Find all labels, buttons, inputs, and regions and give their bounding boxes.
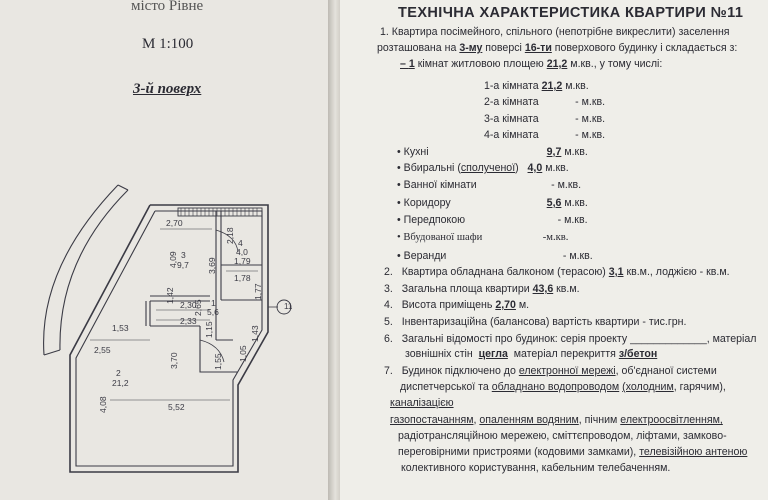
- floor-plan: [43, 184, 292, 473]
- item-6-line-b: зовнішніх стін цегла матеріал перекриття…: [405, 348, 658, 360]
- dim-1-78: 1,78: [234, 273, 251, 283]
- item-7-line-b: диспетчерської та обладнано водопроводом…: [400, 381, 726, 393]
- right-page: [336, 0, 768, 500]
- veranda-row: • Веранди- м.кв.: [397, 250, 593, 262]
- room-4-row: 4-а кімната- м.кв.: [484, 129, 606, 141]
- room-3-num: 3: [181, 250, 186, 260]
- closet-row: • Вбудованої шафи-м.кв.: [397, 232, 569, 243]
- item-4: 4. Висота приміщень 2,70 м.: [384, 299, 530, 311]
- rooms-summary: – 1 кімнат житловою площею 21,2 м.кв., у…: [400, 58, 663, 70]
- item-7-line-c: каналізацією: [390, 397, 454, 409]
- dim-2-70: 2,70: [166, 218, 183, 228]
- room-1-num: 1: [211, 298, 216, 308]
- document-title: ТЕХНІЧНА ХАРАКТЕРИСТИКА КВАРТИРИ №11: [398, 5, 744, 21]
- axis-marker: 11: [284, 302, 293, 311]
- room-3-area: 9,7: [177, 260, 189, 270]
- dim-2-65: 2,65: [193, 299, 203, 316]
- left-page: [0, 0, 332, 500]
- dim-1-53: 1,53: [112, 323, 129, 333]
- dim-3-70: 3,70: [169, 352, 179, 369]
- dim-2-30: 2,30: [180, 300, 197, 310]
- room-1-area: 5,6: [207, 307, 219, 317]
- item-1-line-b: розташована на 3-му поверсі 16-ти поверх…: [377, 42, 738, 54]
- city-label: місто Рівне: [131, 0, 204, 14]
- dim-1-15: 1,15: [204, 321, 214, 338]
- item-7: 7. Будинок підключено до електронної мер…: [384, 365, 717, 377]
- item-2: 2. Квартира обладнана балконом (терасою)…: [384, 266, 730, 278]
- room-2-num: 2: [116, 368, 121, 378]
- wc-row: • Вбиральні (сполученої) 4,0 м.кв.: [397, 162, 569, 174]
- dim-1-55: 1,55: [213, 353, 223, 370]
- dim-1-77: 1,77: [253, 283, 263, 300]
- floor-label: 3-й поверх: [133, 81, 202, 97]
- bath-row: • Ванної кімнати- м.кв.: [397, 179, 582, 191]
- scale-label: М 1:100: [142, 36, 194, 52]
- dim-5-52: 5,52: [168, 402, 185, 412]
- item-1-line-a: 1. Квартира посімейного, спільного (непо…: [380, 26, 730, 38]
- dim-1-05: 1,05: [238, 345, 248, 362]
- item-5: 5. Інвентаризаційна (балансова) вартість…: [384, 316, 687, 328]
- room-1-row: 1-а кімната 21,2 м.кв.: [484, 80, 589, 92]
- item-7-line-e: радіотрансляційною мережею, сміттєпровод…: [398, 430, 727, 442]
- room-2-area: 21,2: [112, 378, 129, 388]
- hall-row: • Передпокою- м.кв.: [397, 214, 588, 226]
- dim-2-55: 2,55: [94, 345, 111, 355]
- dim-2-33: 2,33: [180, 316, 197, 326]
- item-6: 6. Загальні відомості про будинок: серія…: [384, 333, 757, 345]
- dim-1-43: 1,43: [250, 325, 260, 342]
- item-7-line-d: газопостачанням, опаленням водяним, пічн…: [390, 414, 723, 426]
- page-fold: [328, 0, 340, 500]
- dim-3-69: 3,69: [207, 257, 217, 274]
- room-4-area: 4,0: [236, 247, 248, 257]
- room-3-row: 3-а кімната- м.кв.: [484, 113, 606, 125]
- item-7-line-f: переговірними пристроями (кодовими замка…: [398, 446, 748, 458]
- item-3: 3. Загальна площа квартири 43,6 кв.м.: [384, 283, 580, 295]
- dim-1-79: 1,79: [234, 256, 251, 266]
- dim-4-08: 4,08: [98, 396, 108, 413]
- room-2-row: 2-а кімната- м.кв.: [484, 96, 606, 108]
- dim-1-42: 1,42: [165, 287, 175, 304]
- item-7-line-g: колективного користування, кабельним тел…: [401, 462, 671, 474]
- room-4-num: 4: [238, 238, 243, 248]
- dim-2-18: 2,18: [225, 227, 235, 244]
